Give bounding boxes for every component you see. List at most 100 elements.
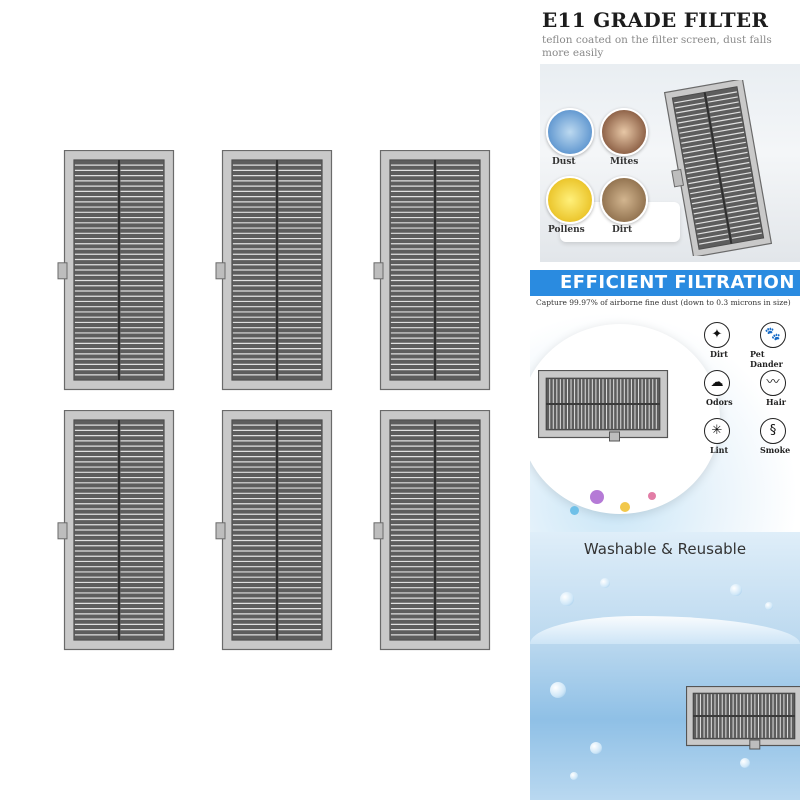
filter-tab	[215, 522, 226, 540]
filter-pleat	[709, 106, 740, 113]
filter-tab	[373, 522, 384, 540]
filter-pleat	[697, 228, 728, 235]
particle-orb	[620, 502, 630, 512]
filter-pleat	[707, 96, 738, 103]
filter-pleat	[693, 208, 724, 215]
filter-tab	[749, 739, 761, 750]
filter-pleat	[716, 146, 747, 154]
water-drop	[740, 758, 750, 768]
item-label-odors: Odors	[706, 397, 733, 407]
filter-pleat	[678, 122, 709, 129]
dirt-icon: ✦	[704, 322, 730, 348]
filter-pleat	[683, 147, 714, 154]
filter-pleat	[675, 102, 706, 109]
filter-drawing	[215, 410, 333, 651]
filter-divider	[703, 92, 733, 244]
filter-pleat	[695, 218, 726, 225]
filter-pleat	[684, 157, 715, 165]
hepa-filter-1	[56, 150, 175, 391]
allergen-label-dust: Dust	[552, 157, 576, 167]
filter-pleat	[696, 223, 727, 230]
hepa-filter-4	[56, 410, 175, 651]
filter-pleat	[719, 161, 750, 169]
e11-grade-panel: E11 GRADE FILTER teflon coated on the fi…	[530, 0, 800, 262]
allergen-label-mites: Mites	[610, 157, 639, 167]
filter-tab	[671, 168, 685, 188]
water-splash	[530, 616, 800, 644]
filter-tab	[373, 262, 384, 280]
filter-pleat	[722, 182, 753, 189]
e11-subtitle: teflon coated on the filter screen, dust…	[542, 34, 772, 59]
filter-pleat	[713, 126, 744, 134]
filter-pleat	[688, 177, 719, 185]
filter-pleat	[728, 212, 759, 219]
filter-pleat	[722, 177, 753, 184]
washable-title: Washable & Reusable	[583, 540, 747, 558]
filter-pleat	[699, 238, 730, 245]
filter-pleat	[708, 101, 739, 108]
filter-pleat	[725, 197, 756, 204]
filter-pleat	[712, 121, 743, 128]
dust-icon	[546, 108, 594, 156]
allergen-label-pollens: Pollens	[548, 225, 585, 235]
filter-pleat	[675, 107, 706, 114]
filter-pleat	[724, 192, 755, 199]
lint-icon: ✳	[704, 418, 730, 444]
filter-pleat	[679, 127, 710, 134]
filter-pleat	[676, 112, 707, 119]
mites-icon	[600, 108, 648, 156]
efficient-title: EFFICIENT FILTRATION	[560, 272, 795, 293]
water-drop	[765, 602, 773, 610]
filter-pleat	[687, 172, 718, 180]
filter-pleat	[686, 167, 717, 175]
filter-pleat	[721, 171, 752, 179]
filter-tab	[57, 262, 68, 280]
filter-pleat	[680, 132, 711, 139]
allergen-label-dirt: Dirt	[612, 225, 633, 235]
filter-pleat	[730, 227, 761, 234]
filter-tab	[215, 262, 226, 280]
title-banner: EFFICIENT FILTRATION	[530, 270, 800, 296]
filter-drawing	[215, 150, 333, 391]
hair-icon: 〰	[760, 370, 786, 396]
filter-drawing	[373, 410, 491, 651]
odors-icon: ☁	[704, 370, 730, 396]
hepa-filter-5	[214, 410, 333, 651]
filter-pleat	[727, 207, 758, 214]
particle-orb	[590, 490, 604, 504]
filter-drawing	[57, 410, 175, 651]
filter-pleat	[730, 222, 761, 229]
filter-pleat	[720, 166, 751, 174]
filter-pleat	[714, 131, 745, 139]
item-label-lint: Lint	[710, 445, 729, 455]
smoke-icon: §	[760, 418, 786, 444]
particle-orb	[648, 492, 656, 500]
water-drop	[550, 682, 566, 698]
washable-panel: Washable & Reusable	[530, 532, 800, 800]
e11-title: E11 GRADE FILTER	[542, 8, 769, 32]
filter-drawing	[57, 150, 175, 391]
angled-filter-image	[663, 80, 773, 256]
filter-pleat	[677, 117, 708, 124]
horizontal-filter-image	[538, 370, 669, 442]
filter-pleat	[689, 182, 720, 190]
filter-pleat	[683, 152, 714, 159]
filter-pleat	[682, 142, 713, 149]
efficient-subtitle: Capture 99.97% of airborne fine dust (do…	[536, 298, 791, 307]
filter-pleat	[706, 91, 737, 98]
pollens-icon	[546, 176, 594, 224]
filter-pleat	[685, 162, 716, 170]
water-drop	[600, 578, 610, 588]
water-drop	[730, 584, 742, 596]
filter-pleat	[710, 111, 741, 118]
hepa-filter-3	[372, 150, 491, 391]
item-label-pet-dander: Pet Dander	[750, 349, 783, 369]
filter-pleat	[690, 187, 721, 195]
filter-drawing	[373, 150, 491, 391]
filter-pleat	[723, 187, 754, 194]
filter-pleat	[692, 202, 723, 210]
filter-pleat	[715, 141, 746, 149]
filter-pleat	[731, 232, 762, 239]
pet-dander-icon: 🐾	[760, 322, 786, 348]
filter-pleat	[711, 116, 742, 123]
